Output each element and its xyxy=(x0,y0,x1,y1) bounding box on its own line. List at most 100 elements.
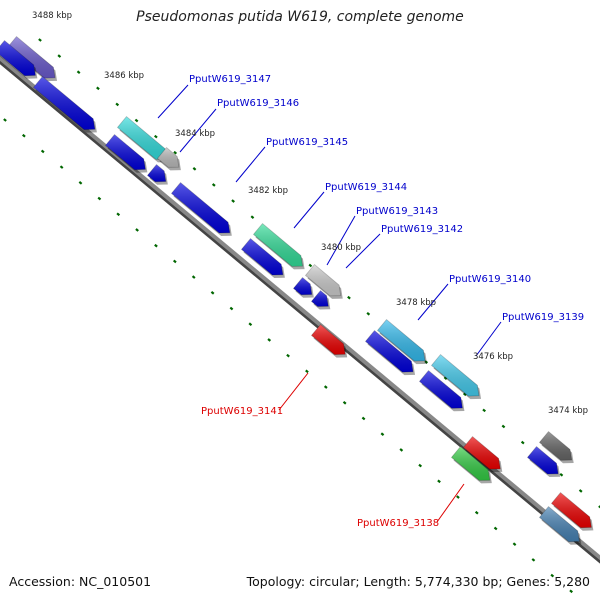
gene-label-g3143[interactable]: PputW619_3143 xyxy=(356,206,438,217)
tick-dot xyxy=(305,369,309,374)
leader-line-g3143 xyxy=(326,215,356,266)
gene-blue-g-highlight xyxy=(293,277,312,295)
leader-line-g3146 xyxy=(179,108,217,153)
tick-dot xyxy=(347,295,351,300)
tick-dot xyxy=(418,463,423,468)
gene-3144-highlight xyxy=(253,223,303,267)
gene-label-g3139[interactable]: PputW619_3139 xyxy=(502,312,584,323)
gene-red-c-highlight xyxy=(551,492,592,528)
gene-blue-j-highlight xyxy=(419,370,463,409)
gene-3147-highlight xyxy=(117,116,167,160)
tick-dot xyxy=(569,589,573,594)
tick-dot xyxy=(342,400,347,405)
gene-blue-d-highlight xyxy=(147,164,166,182)
gene-blue-a-highlight xyxy=(0,40,36,76)
tick-dot xyxy=(323,385,328,389)
tick-dot xyxy=(210,291,215,295)
tick-dot xyxy=(474,510,479,515)
leader-line-g3144 xyxy=(293,191,325,229)
tick-dot xyxy=(286,353,290,358)
tick-label-t3476: 3476 kbp xyxy=(473,352,513,362)
gene-3142-highlight xyxy=(305,264,341,296)
tick-dot xyxy=(134,118,139,123)
gene-blue-f-highlight xyxy=(241,238,283,275)
tick-dot xyxy=(578,489,583,493)
gene-3137-highlight xyxy=(539,431,572,461)
gene-label-g3141[interactable]: PputW619_3141 xyxy=(201,406,283,417)
tick-dot xyxy=(250,215,255,219)
leader-line-g3142 xyxy=(345,233,381,269)
gene-label-g3145[interactable]: PputW619_3145 xyxy=(266,137,348,148)
tick-label-t3478: 3478 kbp xyxy=(396,298,436,308)
tick-dot xyxy=(231,199,235,203)
leader-line-g3140 xyxy=(417,283,449,321)
tick-dot xyxy=(192,167,197,171)
gene-label-g3146[interactable]: PputW619_3146 xyxy=(217,98,299,109)
tick-dot xyxy=(135,228,139,232)
gene-3136-highlight xyxy=(539,506,580,542)
gene-blue-i-highlight xyxy=(365,330,413,373)
tick-label-t3488: 3488 kbp xyxy=(32,11,72,21)
gene-label-g3147[interactable]: PputW619_3147 xyxy=(189,74,271,85)
tick-dot xyxy=(559,472,564,477)
tick-dot xyxy=(229,306,234,311)
gene-features xyxy=(0,36,594,545)
tick-dot xyxy=(380,432,385,436)
tick-dot xyxy=(520,440,525,445)
gene-label-g3142[interactable]: PputW619_3142 xyxy=(381,224,463,235)
gene-blue-c-highlight xyxy=(105,134,146,170)
tick-dot xyxy=(96,86,100,91)
gene-3138-highlight xyxy=(451,446,490,481)
genome-summary-text: Topology: circular; Length: 5,774,330 bp… xyxy=(246,574,590,589)
tick-label-t3482: 3482 kbp xyxy=(248,186,288,196)
gene-3148-highlight xyxy=(7,36,55,79)
tick-dot xyxy=(437,479,441,484)
tick-dot xyxy=(366,311,371,316)
tick-dot xyxy=(97,196,102,201)
tick-dot xyxy=(443,376,448,380)
leader-line-g3147 xyxy=(157,84,189,119)
genome-backbone xyxy=(0,55,600,564)
leader-line-g3145 xyxy=(235,146,266,183)
tick-dot xyxy=(267,338,272,342)
tick-dot xyxy=(59,165,64,169)
leader-line-g3141 xyxy=(278,372,309,411)
gene-label-g3138[interactable]: PputW619_3138 xyxy=(357,518,439,529)
gene-label-g3140[interactable]: PputW619_3140 xyxy=(449,274,531,285)
tick-dot xyxy=(116,212,121,217)
tick-dot xyxy=(173,150,178,155)
gene-3139-highlight xyxy=(431,354,479,397)
tick-dot xyxy=(501,424,506,429)
gene-3146-highlight xyxy=(157,147,179,168)
gene-label-g3144[interactable]: PputW619_3144 xyxy=(325,182,407,193)
gene-blue-k-highlight xyxy=(527,446,559,474)
tick-dot xyxy=(154,243,158,248)
gene-3140-highlight xyxy=(377,319,425,362)
tick-dot xyxy=(598,505,600,509)
gene-blue-b-highlight xyxy=(33,76,95,130)
tick-dot xyxy=(172,259,177,264)
tick-label-t3480: 3480 kbp xyxy=(321,243,361,253)
tick-dot xyxy=(399,448,404,452)
tick-dot xyxy=(361,416,366,421)
tick-dot xyxy=(154,134,158,139)
tick-label-t3474: 3474 kbp xyxy=(548,406,588,416)
tick-dot xyxy=(456,495,460,499)
tick-dot xyxy=(211,183,216,187)
gene-blue-e-highlight xyxy=(171,182,230,233)
gene-3141-highlight xyxy=(311,324,346,355)
tick-dot xyxy=(248,322,253,327)
tick-dot xyxy=(38,38,42,42)
tick-dot xyxy=(308,263,313,268)
tick-label-t3484: 3484 kbp xyxy=(175,129,215,139)
tick-dot xyxy=(76,70,81,75)
tick-dot xyxy=(482,408,486,413)
gene-red-b-highlight xyxy=(463,436,501,470)
map-title: Pseudomonas putida W619, complete genome xyxy=(136,9,464,25)
tick-dot xyxy=(512,542,517,546)
leader-line-g3139 xyxy=(475,321,502,357)
tick-dot xyxy=(531,558,536,562)
